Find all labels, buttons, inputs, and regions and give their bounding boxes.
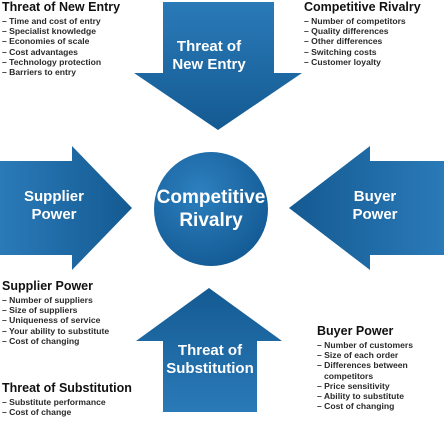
substitution-label-line2: Substitution xyxy=(166,360,254,378)
substitution-arrow xyxy=(136,288,282,412)
list-item: – Customer loyalty xyxy=(304,56,381,67)
list-item: – Switching costs xyxy=(304,46,377,57)
list-item: – Differences between xyxy=(317,360,408,371)
competitive-rivalry-line2: Rivalry xyxy=(179,210,243,232)
substitution-panel-title: Threat of Substitution xyxy=(2,381,132,395)
list-item: – Number of customers xyxy=(317,340,413,350)
substitution-factor-list: – Substitute performance – Cost of chang… xyxy=(2,397,132,417)
supplier-power-arrow xyxy=(0,146,132,270)
new-entry-panel: Threat of New Entry – Time and cost of e… xyxy=(2,0,120,77)
list-item: – Cost of changing xyxy=(317,401,395,412)
list-item: – Quality differences xyxy=(304,26,389,37)
substitution-panel: Threat of Substitution – Substitute perf… xyxy=(2,381,132,417)
list-item: – Number of competitors xyxy=(304,16,406,26)
buyer-power-label-line2: Power xyxy=(352,206,398,224)
new-entry-arrow-label: Threat of New Entry xyxy=(163,38,255,75)
list-item: – Your ability to substitute xyxy=(2,325,110,336)
new-entry-factor-list: – Time and cost of entry – Specialist kn… xyxy=(2,16,120,77)
competitive-rivalry-line1: Competitive xyxy=(156,187,266,208)
list-item: – Specialist knowledge xyxy=(2,26,97,37)
list-item: competitors xyxy=(324,370,374,381)
competitive-rivalry-factor-list: – Number of competitors – Quality differ… xyxy=(304,16,421,67)
substitution-label-line1: Threat of xyxy=(177,342,243,359)
list-item: – Economies of scale xyxy=(2,36,90,47)
list-item: – Technology protection xyxy=(2,56,102,67)
list-item: – Barriers to entry xyxy=(2,67,77,78)
supplier-power-factor-list: – Number of suppliers – Size of supplier… xyxy=(2,295,109,346)
list-item: – Cost advantages xyxy=(2,46,78,57)
supplier-power-panel: Supplier Power – Number of suppliers – S… xyxy=(2,279,109,346)
list-item: – Cost of change xyxy=(2,407,72,418)
list-item: – Substitute performance xyxy=(2,397,106,407)
list-item: – Other differences xyxy=(304,36,383,47)
list-item: – Size of suppliers xyxy=(2,305,78,316)
new-entry-label-line2: New Entry xyxy=(172,56,246,74)
competitive-rivalry-circle xyxy=(154,152,268,266)
competitive-rivalry-panel: Competitive Rivalry – Number of competit… xyxy=(304,0,421,67)
supplier-power-panel-title: Supplier Power xyxy=(2,279,93,293)
supplier-power-label-line1: Supplier xyxy=(23,188,84,205)
buyer-power-panel-title: Buyer Power xyxy=(317,324,394,338)
list-item: – Cost of changing xyxy=(2,335,80,346)
list-item: – Time and cost of entry xyxy=(2,16,101,26)
list-item: – Number of suppliers xyxy=(2,295,93,305)
substitution-arrow-label: Threat of Substitution xyxy=(157,342,263,379)
competitive-rivalry-panel-title: Competitive Rivalry xyxy=(304,0,421,14)
list-item: – Size of each order xyxy=(317,350,399,361)
buyer-power-factor-list: – Number of customers – Size of each ord… xyxy=(317,340,413,411)
list-item: – Uniqueness of service xyxy=(2,315,101,326)
new-entry-panel-title: Threat of New Entry xyxy=(2,0,121,14)
buyer-power-arrow-label: Buyer Power xyxy=(330,188,420,225)
supplier-power-arrow-label: Supplier Power xyxy=(6,188,102,225)
new-entry-label-line1: Threat of xyxy=(176,38,242,55)
competitive-rivalry-label: Competitive Rivalry xyxy=(150,186,272,232)
list-item: – Ability to substitute xyxy=(317,391,405,402)
buyer-power-label-line1: Buyer xyxy=(353,188,397,205)
buyer-power-arrow xyxy=(289,146,444,270)
supplier-power-label-line2: Power xyxy=(31,206,77,224)
buyer-power-panel: Buyer Power – Number of customers – Size… xyxy=(317,324,413,411)
list-item: – Price sensitivity xyxy=(317,380,390,391)
new-entry-arrow xyxy=(134,2,302,130)
